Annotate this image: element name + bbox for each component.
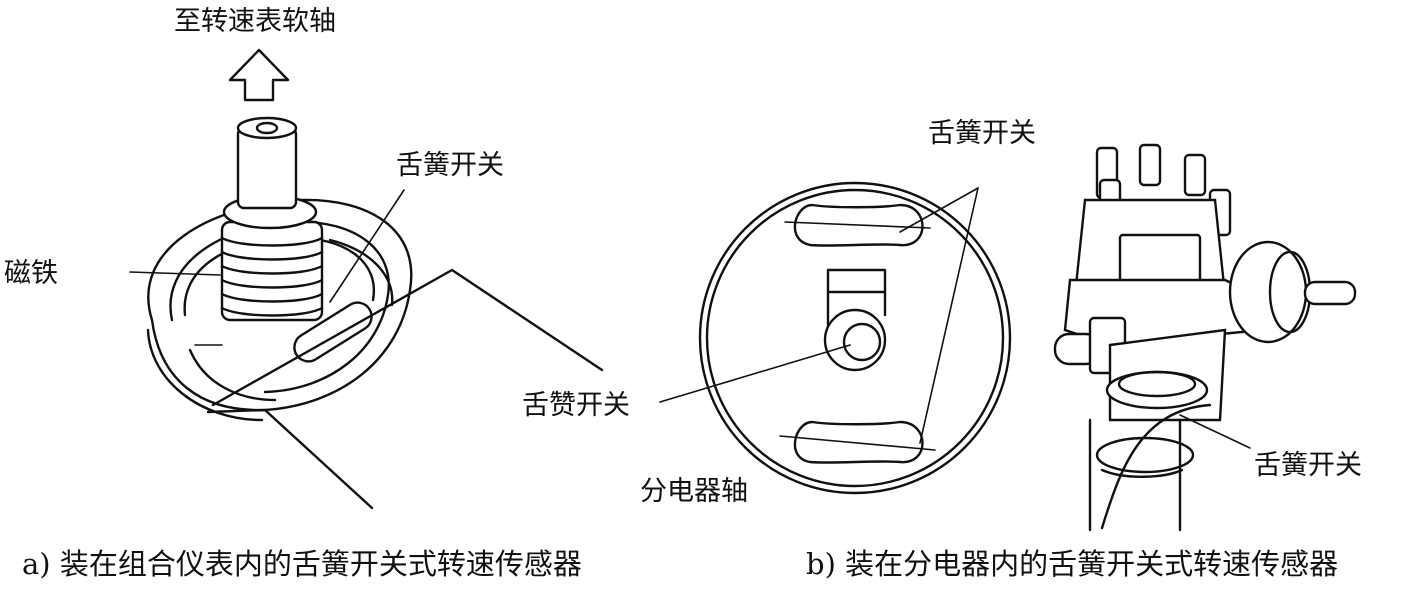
reed-switch-label-b-right: 舌簧开关	[1254, 450, 1362, 481]
panel-b-disc-drawing	[659, 181, 1012, 495]
up-arrow-icon	[228, 48, 290, 102]
caption-b: b) 装在分电器内的舌簧开关式转速传感器	[806, 547, 1339, 581]
reed-switch-label-b-top: 舌簧开关	[928, 118, 1036, 149]
magnet-label: 磁铁	[4, 258, 58, 289]
panel-b-distributor-drawing	[1053, 143, 1357, 532]
reed-switch-label-a: 舌簧开关	[396, 150, 504, 181]
panel-a-drawing	[129, 48, 604, 510]
caption-a: a) 装在组合仪表内的舌簧开关式转速传感器	[22, 547, 582, 581]
distributor-shaft-label: 分电器轴	[640, 476, 748, 507]
reed-switch-label-b-middle: 舌赞开关	[522, 390, 630, 421]
arrow-label: 至转速表软轴	[174, 6, 336, 37]
